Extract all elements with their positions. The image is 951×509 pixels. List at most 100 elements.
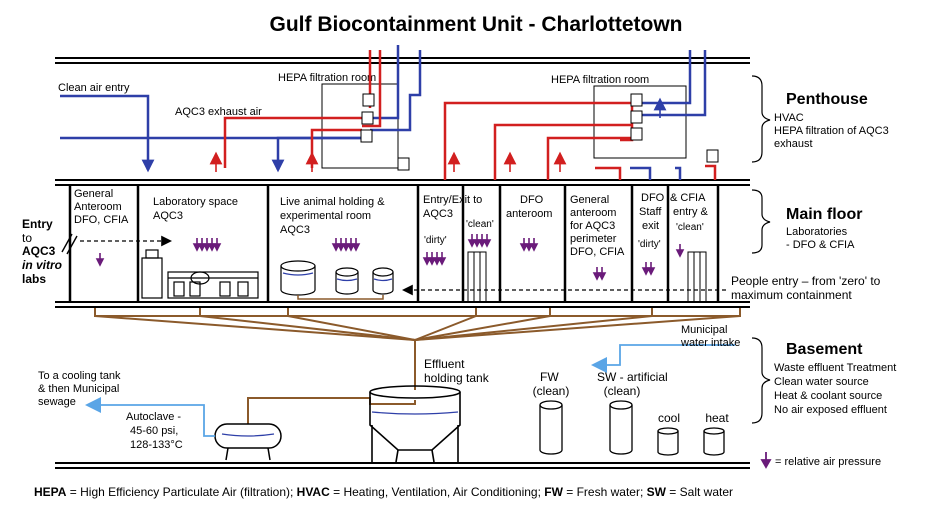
cooling-tank-label: To a cooling tank & then Municipal sewag…	[38, 370, 124, 408]
municipal-water-pipe	[591, 344, 735, 374]
hepa-room-right-label: HEPA filtration room	[551, 74, 649, 86]
pressure-dfo-anteroom	[519, 238, 539, 252]
autoclave-outlet-pipe	[85, 396, 215, 437]
pressure-entry-clean	[467, 234, 492, 248]
pressure-arrow-head	[336, 243, 346, 252]
pressure-lab-space	[192, 238, 222, 252]
cool-label: cool	[658, 411, 680, 425]
pressure-arrow-head	[427, 257, 437, 266]
pressure-arrow-head	[592, 272, 602, 281]
pressure-arrow-head	[482, 239, 492, 248]
autoclave	[214, 423, 282, 461]
cfia-entry-clean-label: 'clean'	[676, 222, 704, 233]
pressure-arrow-head	[519, 243, 529, 252]
level-basement: Basement Waste effluent Treatment Clean …	[774, 341, 896, 416]
pressure-arrow-head	[331, 243, 341, 252]
pressure-arrow-head	[472, 239, 482, 248]
pressure-arrow-head	[597, 272, 607, 281]
level-brackets	[751, 75, 771, 424]
pressure-general-perimeter	[592, 267, 607, 281]
autoclave-label: Autoclave - 45-60 psi, 128-133°C	[126, 411, 184, 451]
main-floor-desc: Laboratories - DFO & CFIA	[786, 226, 855, 251]
pressure-legend-label: = relative air pressure	[775, 456, 881, 468]
entry-in-vitro-label: Entry to AQC3 in vitro labs	[22, 217, 65, 286]
door-break-mark	[61, 233, 78, 255]
pressure-arrow-head	[197, 243, 207, 252]
pressure-entry-dirty	[422, 252, 447, 266]
people-entry-label: People entry – from 'zero' to maximum co…	[731, 274, 884, 302]
footer-sw-def: = Salt water	[666, 485, 733, 499]
floor-slabs	[55, 57, 750, 469]
animal-room-label: Live animal holding & experimental room …	[280, 196, 388, 236]
municipal-water-label: Municipal water intake	[680, 324, 740, 349]
footer-fw-def: = Fresh water;	[563, 485, 647, 499]
pressure-animal-room	[331, 238, 361, 252]
entry-exit-label: Entry/Exit to AQC3	[423, 194, 485, 220]
heat-label: heat	[705, 411, 729, 425]
cfia-entry-label: & CFIA entry &	[670, 192, 709, 218]
pressure-arrow-head	[212, 243, 222, 252]
pressure-arrow-head	[202, 243, 212, 252]
pressure-arrow-head	[432, 257, 442, 266]
diagram-title: Gulf Biocontainment Unit - Charlottetown	[270, 13, 683, 36]
effluent-holding-tank	[369, 385, 461, 463]
pressure-cfia-entry	[675, 244, 685, 258]
footer-hepa-abbr: HEPA	[34, 485, 67, 499]
dfo-anteroom-label: DFO anteroom	[506, 194, 552, 220]
pressure-arrow-head	[207, 243, 217, 252]
pressure-arrow-head	[437, 257, 447, 266]
hepa-room-right	[593, 85, 687, 159]
footer-hepa-def: = High Efficiency Particulate Air (filtr…	[66, 485, 296, 499]
pressure-arrow-head	[646, 267, 656, 276]
tank-link-pipe	[297, 295, 384, 300]
pressure-arrow-head	[477, 239, 487, 248]
footer-fw-abbr: FW	[544, 485, 563, 499]
animal-tanks	[280, 260, 394, 296]
footer-hvac-def: = Heating, Ventilation, Air Conditioning…	[330, 485, 544, 499]
dfo-staff-exit-label: DFO Staff exit	[639, 192, 667, 232]
hepa-room-left-label: HEPA filtration room	[278, 72, 376, 84]
airlock-doors	[467, 251, 707, 303]
room-walls	[68, 185, 720, 302]
hepa-room-left	[321, 83, 399, 169]
fw-label: FW (clean)	[533, 370, 570, 398]
lab-space-label: Laboratory space AQC3	[153, 196, 241, 222]
pressure-arrows	[95, 234, 685, 281]
level-penthouse: Penthouse HVAC HEPA filtration of AQC3 e…	[774, 91, 892, 150]
pressure-general-anteroom	[95, 253, 105, 267]
entry-clean-label: 'clean'	[466, 219, 494, 230]
room-labels: General Anteroom DFO, CFIA Laboratory sp…	[74, 188, 709, 258]
pressure-arrow-head	[346, 243, 356, 252]
general-anteroom-label: General Anteroom DFO, CFIA	[74, 188, 129, 226]
pressure-arrow-head	[467, 239, 477, 248]
pressure-arrow-head	[95, 258, 105, 267]
general-anteroom-perimeter-label: General anteroom for AQC3 perimeter DFO,…	[570, 194, 625, 258]
footer-hvac-abbr: HVAC	[297, 485, 330, 499]
level-main-floor: Main floor Laboratories - DFO & CFIA	[786, 206, 862, 251]
effluent-tank-label: Effluent holding tank	[424, 357, 490, 385]
pressure-arrow-head	[192, 243, 202, 252]
pressure-arrow-head	[341, 243, 351, 252]
basement-title: Basement	[786, 341, 863, 358]
pressure-arrow-head	[529, 243, 539, 252]
sw-label: SW - artificial (clean)	[597, 370, 671, 398]
penthouse-title: Penthouse	[786, 91, 868, 108]
water-tanks	[539, 400, 725, 456]
clean-air-ducts	[60, 45, 707, 180]
main-floor-title: Main floor	[786, 206, 862, 223]
exhaust-air-label: AQC3 exhaust air	[175, 106, 262, 118]
pressure-dfo-staff-exit	[641, 262, 656, 276]
pressure-arrow-head	[641, 267, 651, 276]
abbreviation-footer: HEPA = High Efficiency Particulate Air (…	[34, 485, 733, 499]
clean-air-entry-label: Clean air entry	[58, 82, 130, 94]
hepa-filter-units	[360, 93, 719, 171]
duct-flow-arrows	[141, 97, 667, 173]
dfo-staff-exit-dirty-label: 'dirty'	[638, 239, 661, 250]
pressure-arrow-head	[524, 243, 534, 252]
entry-dirty-label: 'dirty'	[424, 235, 447, 246]
pressure-arrow-head	[675, 249, 685, 258]
penthouse-desc: HVAC HEPA filtration of AQC3 exhaust	[774, 112, 892, 150]
lab-equipment	[141, 249, 259, 299]
effluent-pipes	[94, 308, 741, 424]
